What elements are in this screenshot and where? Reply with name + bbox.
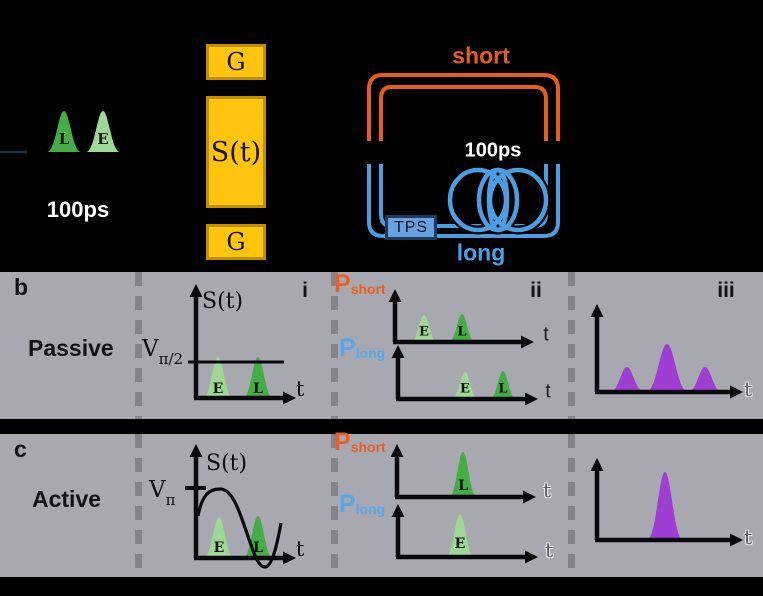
t-axis-label: t bbox=[545, 380, 551, 403]
tps-label: TPS bbox=[393, 218, 429, 236]
mode-label-active: Active bbox=[32, 486, 102, 512]
pulse-label-l: L bbox=[458, 478, 468, 494]
axis-title-b-i: S(t) bbox=[202, 289, 244, 314]
input-delay-label: 100ps bbox=[46, 197, 110, 222]
gate-top-label: G bbox=[226, 48, 246, 76]
panel-tag-b: b bbox=[14, 274, 29, 300]
dashed-divider bbox=[331, 272, 338, 419]
row-passive bbox=[0, 272, 763, 419]
gate-box-bottom: G bbox=[206, 224, 266, 260]
short-path-loop bbox=[367, 73, 560, 141]
v-pi-label: Vπ bbox=[149, 477, 176, 509]
pulse-label-e: E bbox=[213, 540, 225, 556]
p-short-label-b: Pshort bbox=[334, 270, 386, 298]
p-long-label-b: Plong bbox=[339, 334, 386, 362]
dashed-divider bbox=[135, 272, 142, 419]
pulse-label-l: L bbox=[253, 381, 263, 397]
dashed-divider bbox=[331, 434, 338, 577]
t-axis-label: t bbox=[295, 377, 305, 401]
p-short-label-c: Pshort bbox=[334, 428, 386, 456]
gate-box-top: G bbox=[206, 44, 266, 80]
input-pulse-late-label: L bbox=[58, 130, 70, 148]
dashed-divider bbox=[568, 434, 575, 577]
loop-delay-label: 100ps bbox=[464, 139, 522, 162]
signal-label: S(t) bbox=[210, 136, 262, 168]
p-long-label-c: Plong bbox=[339, 490, 386, 518]
pulse-label-l: L bbox=[498, 381, 508, 397]
signal-modulator-box: S(t) bbox=[206, 96, 266, 208]
v-pi-half-label: Vπ/2 bbox=[142, 336, 184, 368]
pulse-label-e: E bbox=[212, 381, 224, 397]
axis-title-c-i: S(t) bbox=[206, 451, 248, 476]
t-axis-label: t bbox=[542, 478, 552, 502]
panel-tag-c: c bbox=[14, 436, 27, 462]
mode-label-passive: Passive bbox=[28, 335, 114, 361]
pulse-label-e: E bbox=[460, 381, 470, 397]
tps-box: TPS bbox=[385, 215, 437, 240]
pulse-label-e: E bbox=[454, 536, 466, 552]
pulse-label-l: L bbox=[253, 540, 263, 556]
dashed-divider bbox=[135, 434, 142, 577]
fiber-coil-casing bbox=[445, 165, 551, 235]
input-pulse-early-label: E bbox=[97, 130, 109, 148]
long-path-label: long bbox=[456, 239, 506, 266]
fiber-coil bbox=[447, 167, 549, 233]
panel-number-ii: ii bbox=[530, 279, 542, 302]
t-axis-label: t bbox=[543, 323, 549, 346]
dashed-divider bbox=[568, 272, 575, 419]
gate-bottom-label: G bbox=[226, 228, 246, 256]
short-path-label: short bbox=[452, 42, 510, 69]
t-axis-label: t bbox=[743, 525, 753, 549]
pulse-label-l: L bbox=[457, 324, 467, 340]
t-axis-label: t bbox=[544, 538, 554, 562]
panel-number-i: i bbox=[302, 279, 308, 302]
pulse-label-e: E bbox=[419, 324, 429, 340]
row-active bbox=[0, 434, 763, 577]
t-axis-label: t bbox=[743, 377, 753, 401]
panel-number-iii: iii bbox=[717, 279, 735, 302]
t-axis-label: t bbox=[295, 537, 305, 561]
